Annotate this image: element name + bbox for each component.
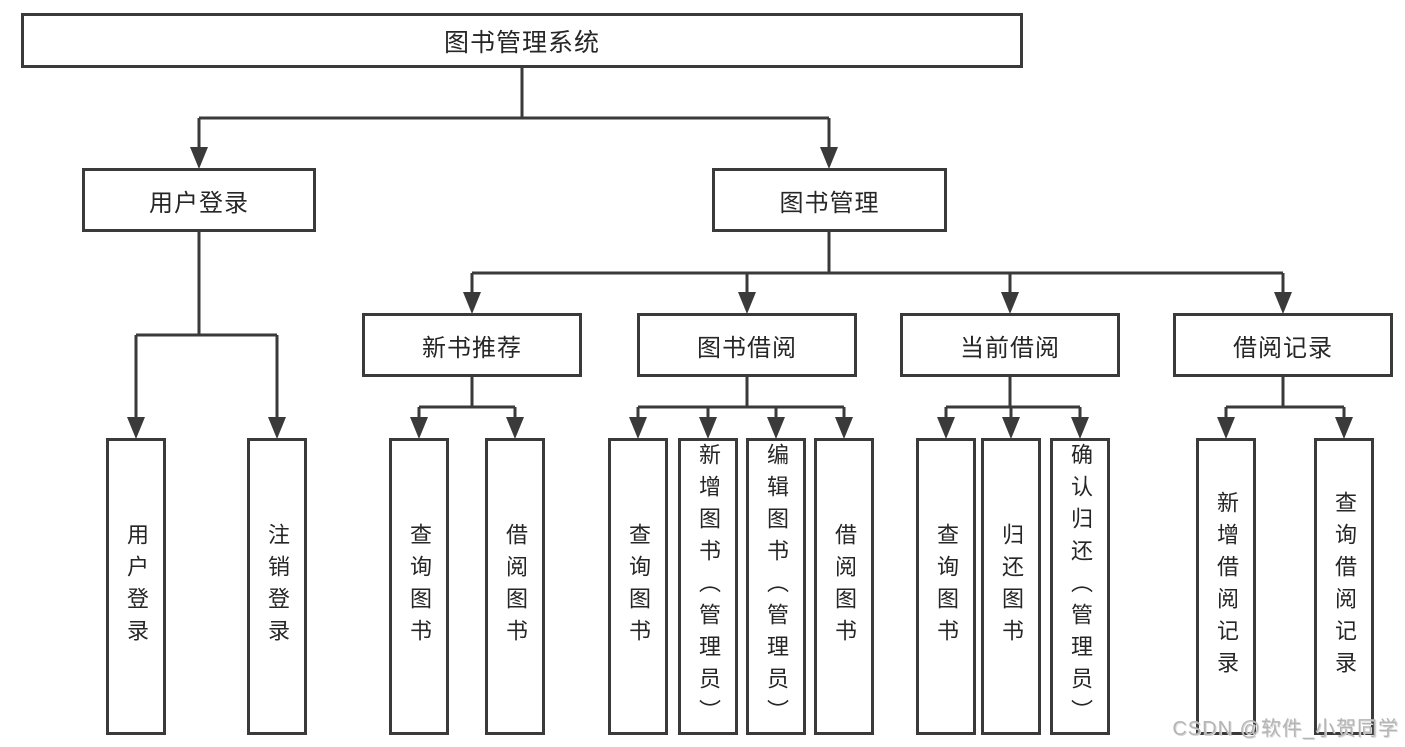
- node-root: 图书管理系统: [21, 13, 1023, 68]
- leaf-confirm-return-admin: 确认归还（管理员）: [1050, 438, 1110, 735]
- arrow-icon: [629, 417, 647, 439]
- node-new-book-recommend: 新书推荐: [362, 313, 582, 377]
- node-user-login-label: 用户登录: [149, 189, 249, 217]
- node-book-management-label: 图书管理: [779, 189, 880, 217]
- connector-current-borrow: [944, 377, 1082, 419]
- arrow-icon: [463, 292, 481, 314]
- arrow-icon: [127, 417, 145, 439]
- leaf-user-login-label: 用户登录: [124, 522, 149, 651]
- connector-user-login: [134, 232, 279, 419]
- leaf-borrow-borrow-books: 借阅图书: [814, 438, 874, 735]
- arrow-icon: [410, 417, 428, 439]
- leaf-query-borrow-record: 查询借阅记录: [1314, 438, 1374, 735]
- leaf-edit-book-admin-label: 编辑图书（管理员）: [764, 442, 789, 731]
- node-borrow-records-label: 借阅记录: [1233, 334, 1333, 362]
- leaf-return-book: 归还图书: [981, 438, 1041, 735]
- arrow-icon: [767, 417, 785, 439]
- node-new-book-recommend-label: 新书推荐: [422, 334, 522, 362]
- connector-borrow-records: [1224, 377, 1346, 419]
- leaf-borrow-query-books-label: 查询图书: [626, 522, 651, 651]
- leaf-newrec-borrow-books-label: 借阅图书: [503, 522, 528, 651]
- node-user-login: 用户登录: [82, 168, 316, 232]
- arrow-icon: [1071, 417, 1089, 439]
- leaf-current-query-books-label: 查询图书: [934, 522, 959, 651]
- csdn-watermark: CSDN @软件_小贺同学: [1172, 718, 1399, 740]
- arrow-icon: [699, 417, 717, 439]
- leaf-user-login: 用户登录: [106, 438, 166, 735]
- node-borrow-records: 借阅记录: [1173, 313, 1393, 377]
- arrow-icon: [1001, 292, 1019, 314]
- node-current-borrow-label: 当前借阅: [960, 334, 1060, 362]
- leaf-add-book-admin-label: 新增图书（管理员）: [696, 442, 721, 731]
- node-book-borrow-label: 图书借阅: [697, 334, 797, 362]
- leaf-logout: 注销登录: [247, 438, 307, 735]
- node-book-borrow: 图书借阅: [637, 313, 857, 377]
- arrow-icon: [1274, 292, 1292, 314]
- leaf-newrec-query-books: 查询图书: [389, 438, 449, 735]
- leaf-borrow-query-books: 查询图书: [608, 438, 668, 735]
- connector-new-book-recommend: [417, 377, 517, 419]
- connector-book-borrow: [636, 377, 846, 419]
- arrow-icon: [738, 292, 756, 314]
- arrow-icon: [190, 147, 208, 169]
- leaf-logout-label: 注销登录: [265, 522, 290, 651]
- leaf-edit-book-admin: 编辑图书（管理员）: [746, 438, 806, 735]
- leaf-current-query-books: 查询图书: [916, 438, 976, 735]
- arrow-icon: [1217, 417, 1235, 439]
- leaf-return-book-label: 归还图书: [999, 522, 1024, 651]
- arrow-icon: [1002, 417, 1020, 439]
- connector-book-management: [470, 232, 1285, 294]
- leaf-borrow-borrow-books-label: 借阅图书: [832, 522, 857, 651]
- arrow-icon: [937, 417, 955, 439]
- leaf-newrec-query-books-label: 查询图书: [407, 522, 432, 651]
- leaf-newrec-borrow-books: 借阅图书: [485, 438, 545, 735]
- arrow-icon: [506, 417, 524, 439]
- leaf-query-borrow-record-label: 查询借阅记录: [1332, 490, 1357, 683]
- arrow-icon: [835, 417, 853, 439]
- leaf-add-book-admin: 新增图书（管理员）: [678, 438, 738, 735]
- leaf-add-borrow-record-label: 新增借阅记录: [1214, 490, 1239, 683]
- node-book-management: 图书管理: [712, 168, 947, 232]
- arrow-icon: [1335, 417, 1353, 439]
- leaf-confirm-return-admin-label: 确认归还（管理员）: [1068, 442, 1093, 731]
- leaf-add-borrow-record: 新增借阅记录: [1196, 438, 1256, 735]
- arrow-icon: [268, 417, 286, 439]
- node-current-borrow: 当前借阅: [900, 313, 1120, 377]
- connector-root: [197, 68, 831, 149]
- node-root-label: 图书管理系统: [443, 28, 600, 57]
- arrow-icon: [820, 147, 838, 169]
